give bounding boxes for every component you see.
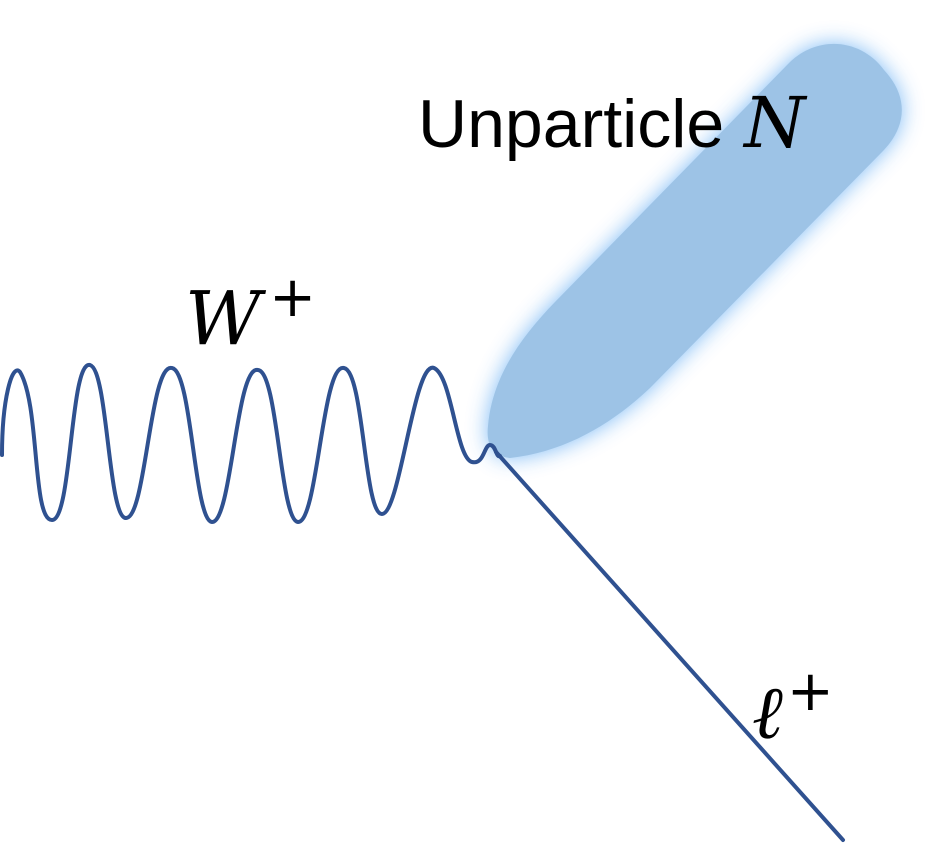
unparticle-text: Unparticle [418, 86, 725, 162]
w-boson-symbol: W [185, 276, 262, 362]
w-boson-charge: + [269, 265, 316, 330]
lepton-charge: + [786, 659, 834, 724]
unparticle-jet-body [487, 43, 902, 458]
lepton-line [494, 450, 845, 842]
w-boson-label: W+ [185, 270, 316, 357]
lepton-label: ℓ+ [752, 664, 834, 751]
unparticle-jet [487, 43, 902, 458]
w-boson-propagator [0, 363, 502, 524]
unparticle-symbol: N [744, 82, 806, 164]
lepton-symbol: ℓ [752, 670, 783, 756]
